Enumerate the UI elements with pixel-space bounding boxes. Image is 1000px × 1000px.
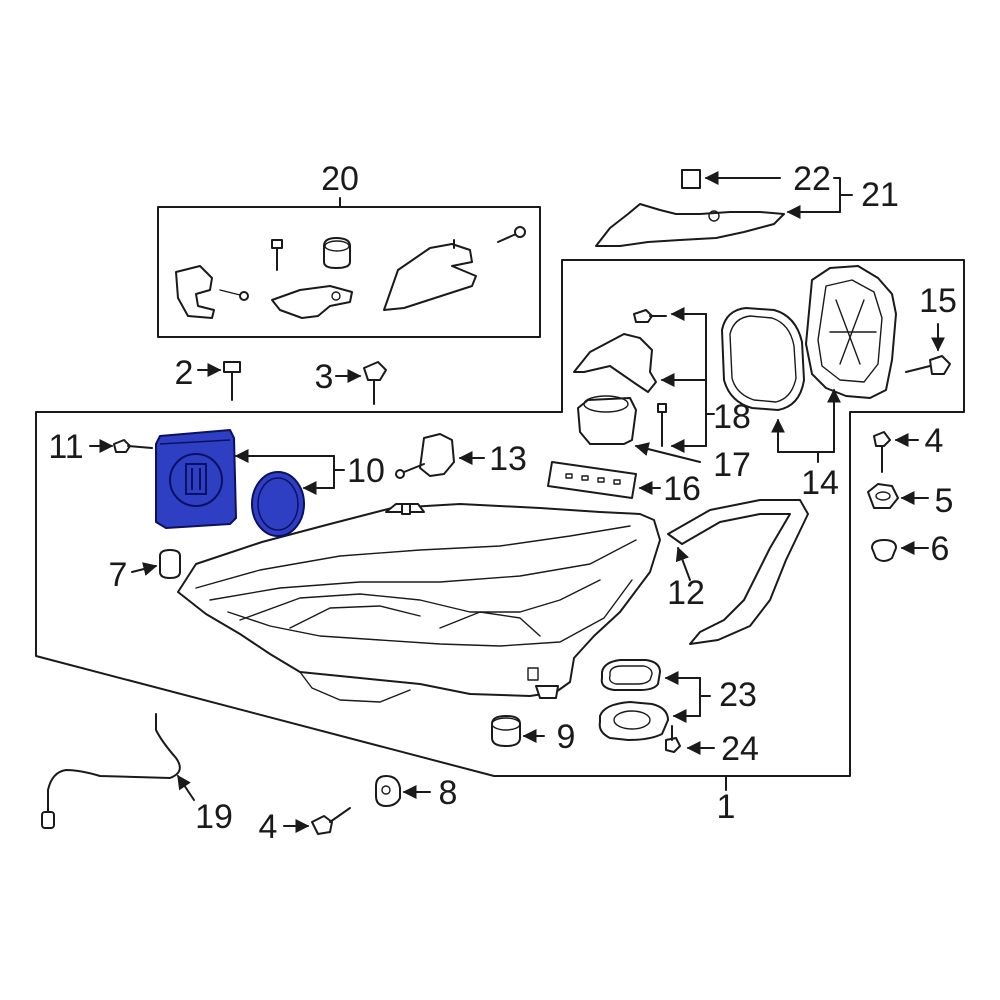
callout-labels: 20 22 21 15 2 3 18 11 10 13 17 4 14 16 5… [48, 160, 957, 846]
callout-8: 8 [439, 774, 458, 812]
cable-19 [41, 713, 195, 829]
callout-19: 19 [195, 798, 233, 836]
callout-9: 9 [557, 718, 576, 756]
callout-5: 5 [935, 482, 954, 520]
callout-23: 23 [719, 676, 757, 714]
headlamp-assembly [177, 503, 661, 703]
main-assembly-outline [35, 259, 965, 777]
callout-22: 22 [793, 160, 831, 198]
callout-16: 16 [663, 470, 701, 508]
callout-7: 7 [109, 556, 128, 594]
grommet-9 [491, 715, 545, 747]
callout-10: 10 [347, 452, 385, 490]
right-fasteners [867, 431, 929, 562]
bolt-11 [89, 439, 153, 453]
upper-bracket-21 [595, 169, 853, 247]
callout-10-lines [234, 449, 345, 495]
callout-17: 17 [713, 446, 751, 484]
callout-21: 21 [861, 176, 899, 214]
callout-18: 18 [713, 398, 751, 436]
callout-3: 3 [315, 358, 334, 396]
bolt-4-bottom [283, 807, 351, 835]
callout-14: 14 [801, 464, 839, 502]
gaskets-23-24 [598, 659, 715, 755]
bolts-2-3 [197, 361, 387, 405]
callout-11: 11 [48, 428, 83, 466]
callout-2: 2 [175, 354, 194, 392]
kit-box-20 [157, 197, 541, 338]
heat-plate-16 [547, 461, 661, 499]
callout-20: 20 [321, 160, 359, 198]
bushing-8 [375, 775, 431, 807]
trim-strip-12 [667, 499, 809, 645]
callout-12: 12 [667, 574, 705, 612]
connector-13 [395, 433, 485, 479]
module-17-18 [573, 307, 715, 463]
cover-14 [721, 265, 897, 463]
callout-4-right: 4 [925, 422, 944, 460]
callout-1: 1 [717, 788, 736, 826]
cap-7 [131, 549, 181, 579]
callout-13: 13 [489, 440, 527, 478]
callout-15: 15 [919, 282, 957, 320]
bolt-15 [905, 323, 951, 375]
control-module-highlighted [155, 429, 305, 537]
callout-24: 24 [721, 730, 759, 768]
callout-4-bottom: 4 [259, 808, 278, 846]
callout-6: 6 [931, 530, 950, 568]
